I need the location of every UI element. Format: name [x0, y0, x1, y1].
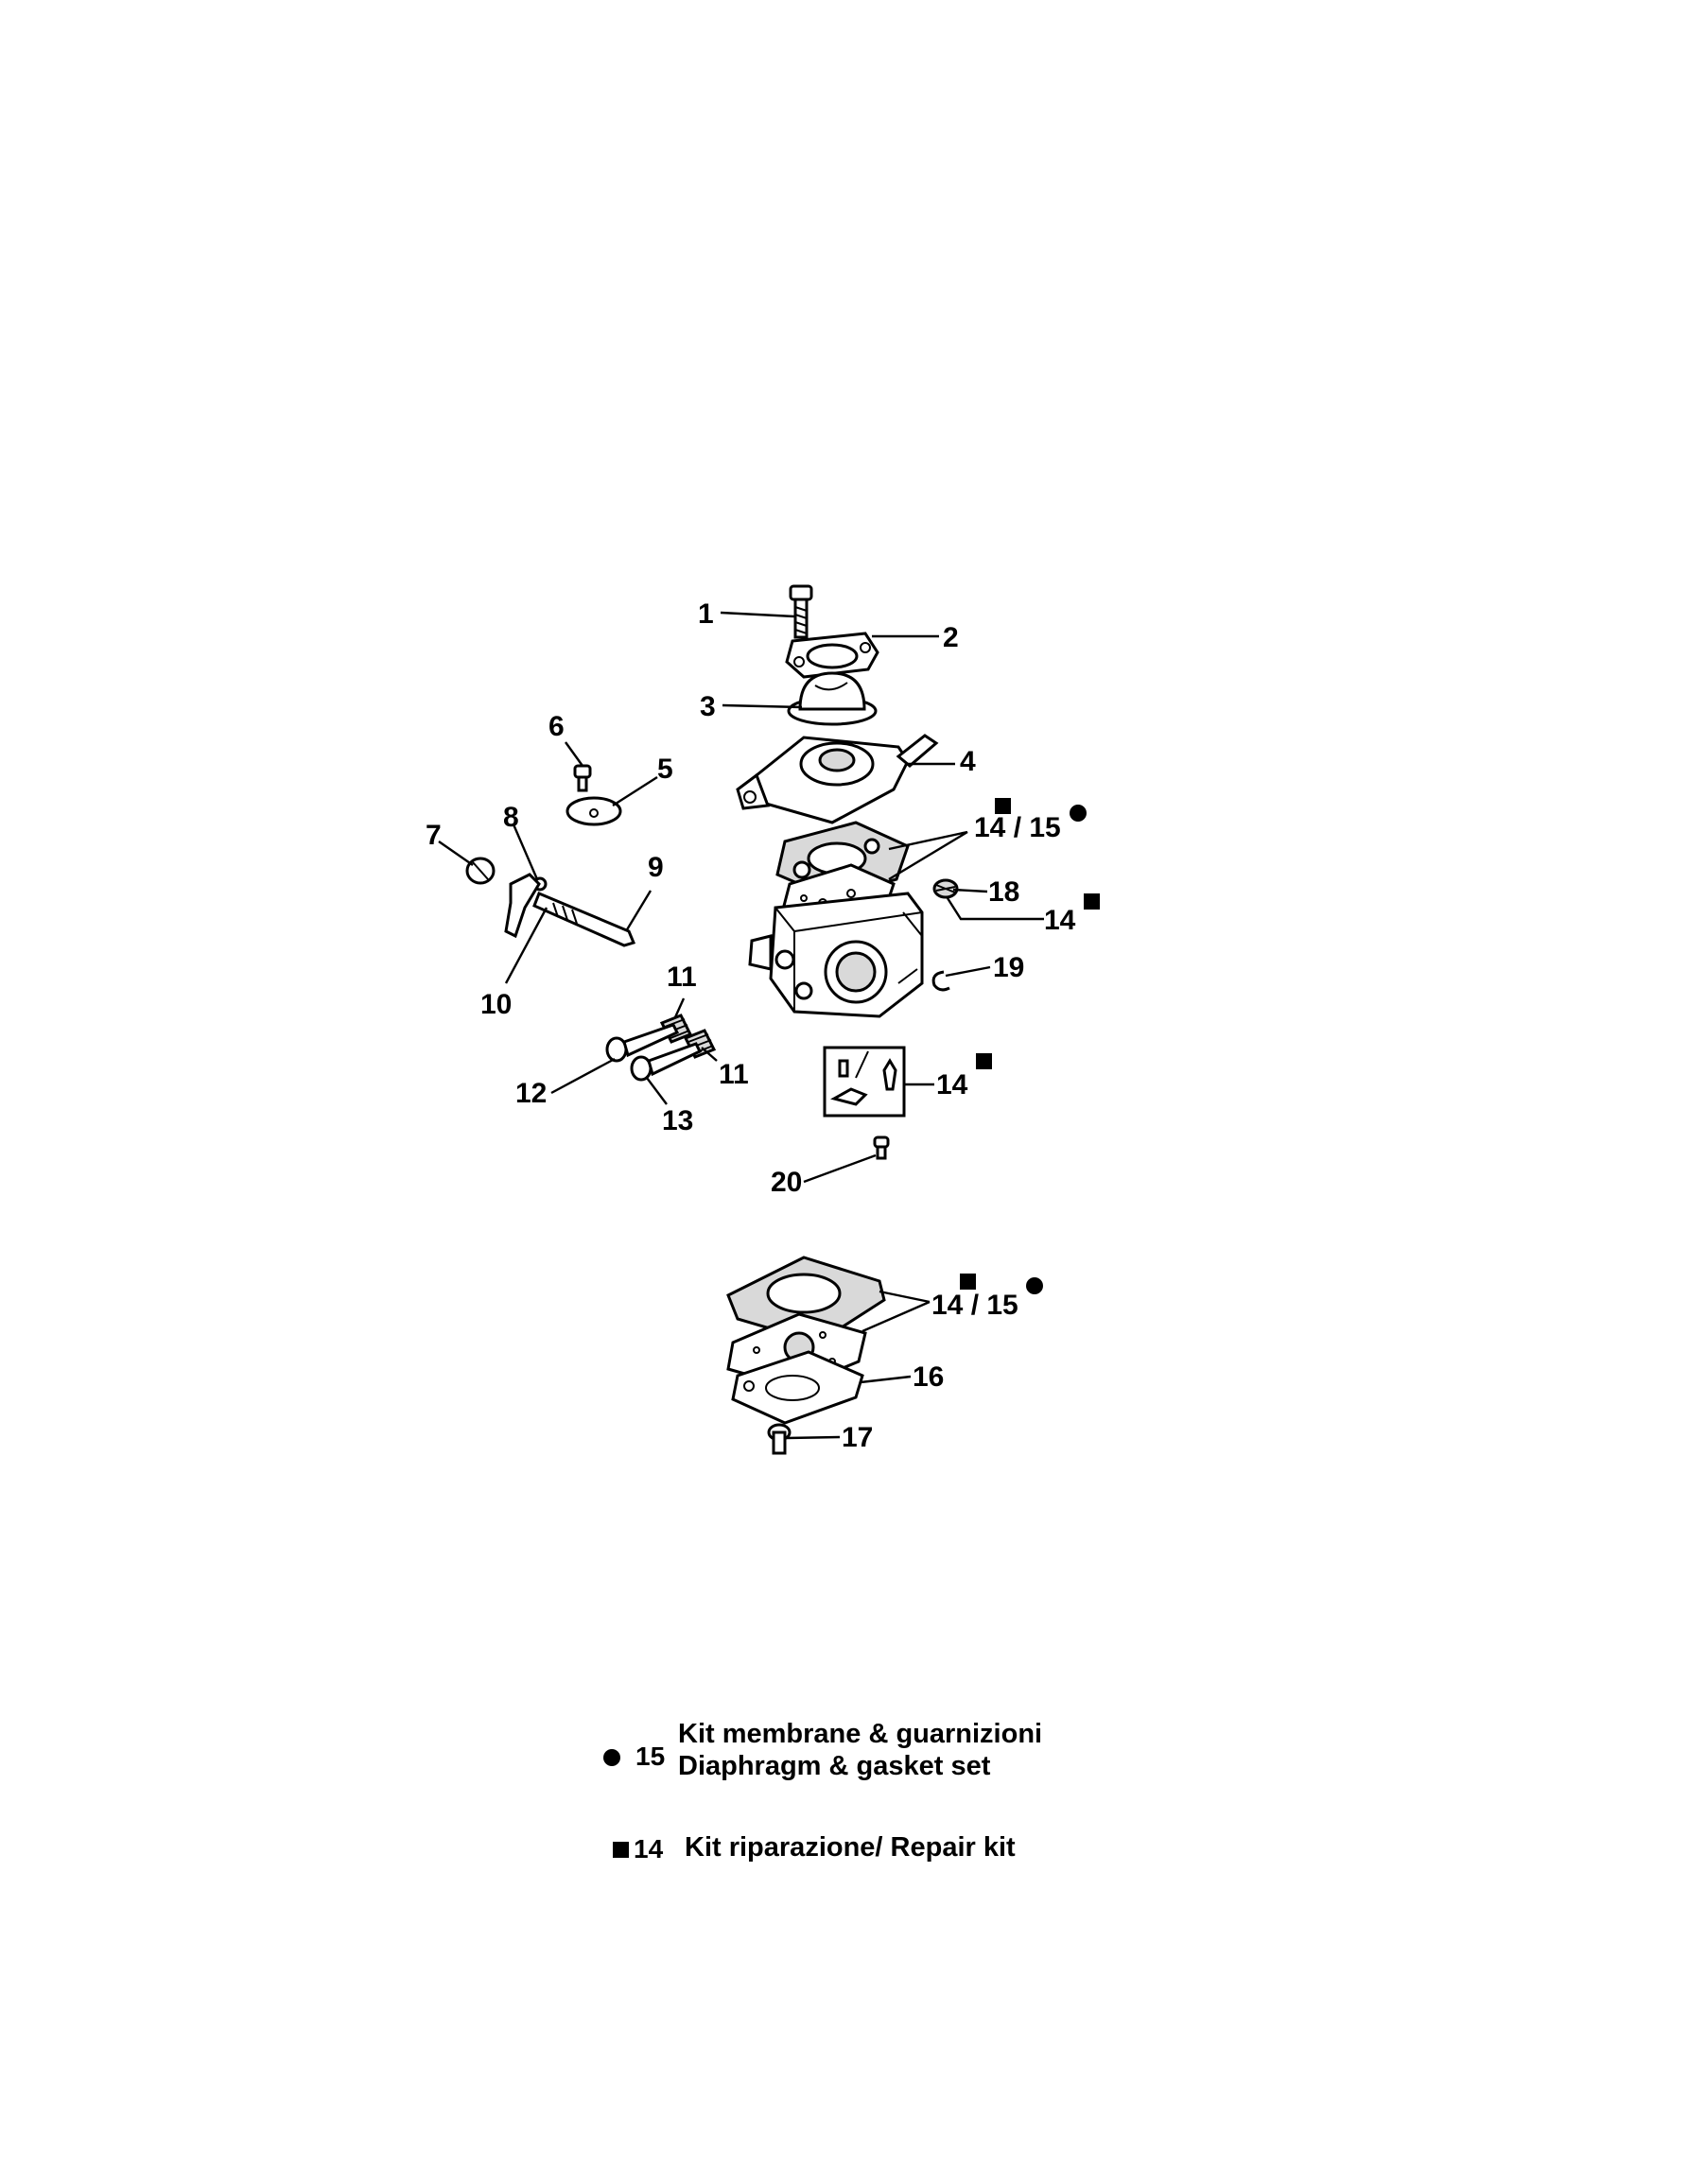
callout-labels: 1 2 3 4 5 6 7 8 9 10 11 11 12 13 14 / 15…: [426, 598, 1076, 1453]
part-repair-kit-box: [823, 1046, 906, 1118]
callout-19: 19: [993, 952, 1024, 983]
part-screw-20: [873, 1135, 890, 1160]
callout-4: 4: [960, 746, 976, 777]
callout-2: 2: [943, 622, 959, 653]
part-screw-17: [767, 1423, 792, 1455]
part-throttle-plate-5: [566, 796, 622, 826]
kit-markers: [960, 798, 1100, 1294]
part-screw-1: [789, 584, 813, 639]
callout-14-15-top: 14 / 15: [974, 812, 1061, 843]
callout-14-right: 14: [1044, 905, 1076, 936]
callout-1: 1: [698, 598, 714, 630]
callout-8: 8: [503, 802, 519, 833]
part-carburetor-body: [748, 892, 924, 1018]
part-filter-screen-18: [932, 878, 959, 899]
kit14-number: 14: [634, 1834, 664, 1863]
callout-10: 10: [480, 989, 512, 1020]
kit15-label-line2: Diaphragm & gasket set: [678, 1751, 991, 1781]
kit14-label: Kit riparazione/ Repair kit: [685, 1832, 1016, 1863]
part-screw-6: [573, 764, 592, 792]
leader-lines: [438, 611, 1044, 1440]
callout-18: 18: [988, 876, 1019, 908]
callout-11b: 11: [719, 1059, 749, 1090]
kit15-circle-marker: [1070, 805, 1087, 822]
kit14-square-marker: [1084, 893, 1100, 910]
callout-11a: 11: [667, 962, 697, 993]
part-cover-16: [731, 1350, 864, 1425]
callout-6: 6: [548, 711, 565, 742]
part-pump-body-4: [736, 734, 939, 824]
kit14-square-marker: [976, 1053, 992, 1069]
callout-20: 20: [771, 1167, 802, 1198]
legend-kit14: 14 Kit riparazione/ Repair kit: [613, 1832, 1105, 1870]
kit15-circle-icon: [603, 1749, 620, 1766]
callout-7: 7: [426, 820, 442, 851]
kit14-square-icon: [613, 1842, 629, 1858]
part-gasket-bottom: [726, 1256, 886, 1344]
kit15-number: 15: [635, 1742, 666, 1771]
callout-9: 9: [648, 852, 664, 883]
part-screw-7: [465, 857, 496, 885]
legend-kit15: 15 Kit membrane & guarnizioni Diaphragm …: [596, 1719, 1088, 1794]
callout-14-15-bottom: 14 / 15: [931, 1290, 1018, 1321]
kit14-square-marker: [995, 798, 1011, 814]
part-cover-plate-2: [785, 632, 879, 679]
callout-5: 5: [657, 754, 673, 785]
callout-16: 16: [913, 1361, 944, 1393]
part-primer-bulb-3: [787, 671, 878, 726]
kit15-label-line1: Kit membrane & guarnizioni: [678, 1719, 1043, 1749]
part-throttle-shaft-9: [504, 873, 636, 947]
callout-3: 3: [700, 691, 716, 722]
callout-17: 17: [842, 1422, 873, 1453]
part-needle-screw-13: [630, 1042, 703, 1082]
part-ring-19: [931, 970, 950, 992]
kit15-circle-marker: [1026, 1277, 1043, 1294]
callout-12: 12: [515, 1078, 547, 1109]
part-needle-screw-12: [605, 1023, 680, 1063]
kit14-square-marker: [960, 1274, 976, 1290]
callout-14-kit: 14: [936, 1069, 968, 1101]
callout-13: 13: [662, 1105, 693, 1136]
